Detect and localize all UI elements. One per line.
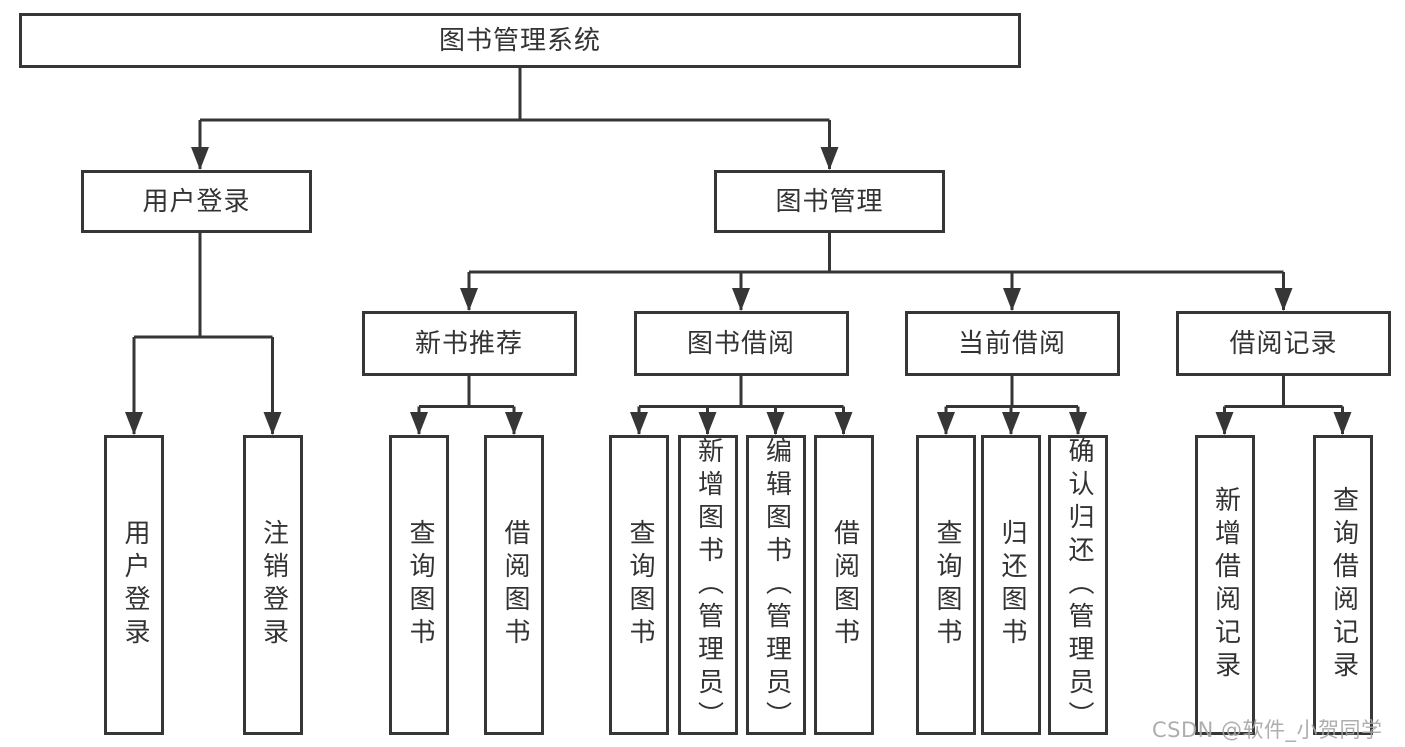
- connector-borrowing-split: [637, 376, 845, 434]
- leaf-return-books: 归还图书: [981, 435, 1041, 735]
- leaf-add-books-admin: 新增图书（管理员）: [677, 435, 738, 735]
- leaf-query-books-current: 查询图书: [916, 435, 976, 735]
- leaf-confirm-return-admin: 确认归还（管理员）: [1048, 435, 1108, 735]
- leaf-user-login: 用户登录: [104, 435, 164, 735]
- leaf-edit-books-admin: 编辑图书（管理员）: [745, 435, 806, 735]
- connector-book-mgmt-split: [467, 232, 1285, 310]
- leaf-query-books-recommend: 查询图书: [389, 435, 449, 735]
- connector-new-book-split: [417, 376, 516, 434]
- csdn-watermark: CSDN @软件_小贺同学: [1152, 718, 1383, 742]
- node-user-login: 用户登录: [81, 170, 312, 233]
- arrowheads: [125, 147, 1352, 435]
- node-book-borrowing: 图书借阅: [633, 311, 849, 376]
- node-borrow-records: 借阅记录: [1176, 311, 1391, 376]
- leaf-logout: 注销登录: [242, 435, 303, 735]
- node-book-management: 图书管理: [714, 170, 945, 233]
- connector-user-login-split: [132, 232, 274, 434]
- leaf-borrow-books-borrowing: 借阅图书: [813, 435, 874, 735]
- leaf-query-borrow-record: 查询借阅记录: [1312, 435, 1373, 735]
- leaf-borrow-books-recommend: 借阅图书: [484, 435, 544, 735]
- node-new-book-recommend: 新书推荐: [361, 311, 577, 376]
- connector-records-split: [1223, 376, 1344, 434]
- leaf-query-books-borrowing: 查询图书: [609, 435, 669, 735]
- leaf-add-borrow-record: 新增借阅记录: [1194, 435, 1255, 735]
- node-library-system: 图书管理系统: [19, 13, 1021, 68]
- connector-root-split: [198, 68, 831, 169]
- node-current-borrowing: 当前借阅: [904, 311, 1120, 376]
